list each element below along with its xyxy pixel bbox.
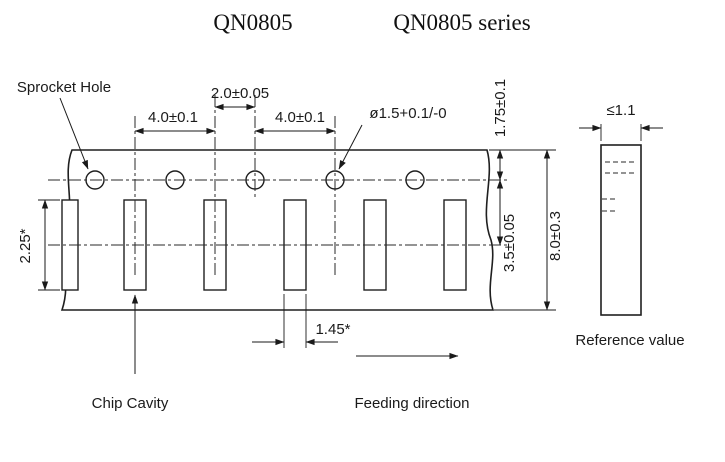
page-title-series: QN0805 series [393,10,530,35]
left-dimension: 2.25* [17,199,60,291]
dim-hole-to-cavity-offset: 2.0±0.05 [211,85,269,102]
dim-hole-diameter: ø1.5+0.1/-0 [369,105,446,122]
page-title-model: QN0805 [213,10,292,35]
dim-pitch-right: 4.0±0.1 [275,109,325,126]
sprocket-hole-leader [59,97,89,170]
dim-hole-to-cavity-center: 3.5±0.05 [501,214,518,272]
dim-edge-to-hole: 1.75±0.1 [492,79,509,137]
tape-side-view: ≤1.1 Reference value [575,102,684,349]
tape-front-view [48,95,508,311]
chip-cavity-label: Chip Cavity [92,395,169,412]
bottom-dimension: 1.45* [252,294,351,348]
dim-pitch-left: 4.0±0.1 [148,109,198,126]
dim-cavity-length: 2.25* [17,228,34,263]
reference-value-label: Reference value [575,332,684,349]
dim-thickness-max: ≤1.1 [606,102,635,119]
hole-diameter-leader [338,124,363,170]
side-view-outline [600,144,642,316]
feeding-direction-label: Feeding direction [354,395,469,412]
callouts: Sprocket Hole Chip Cavity Feeding direct… [17,79,470,412]
right-dimensions: 1.75±0.1 3.5±0.05 8.0±0.3 [489,79,564,311]
dim-cavity-width: 1.45* [315,321,350,338]
sprocket-hole-label: Sprocket Hole [17,79,111,96]
top-dimensions: 4.0±0.1 2.0±0.05 4.0±0.1 ø1.5+0.1/-0 [134,85,447,170]
dim-tape-width: 8.0±0.3 [547,211,564,261]
